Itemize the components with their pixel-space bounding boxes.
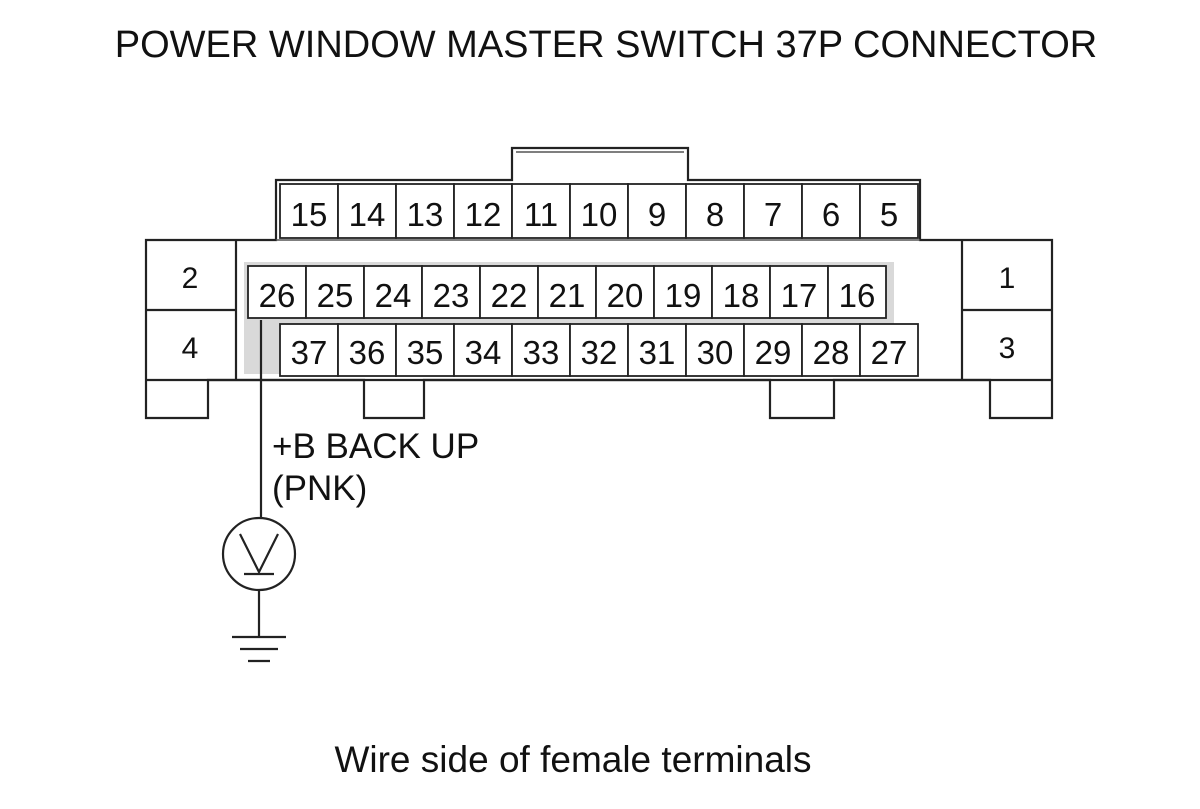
pin-cell-34 (453, 323, 513, 377)
pin-27: 27 (871, 334, 908, 371)
pin-14: 14 (349, 196, 386, 233)
bottom-pin-row: 37 36 35 34 33 32 31 30 29 28 27 (279, 323, 919, 377)
pin-cell-27 (859, 323, 919, 377)
pin-26: 26 (259, 277, 296, 314)
pin-33: 33 (523, 334, 560, 371)
pin-cell-18 (711, 265, 771, 319)
pin-5: 5 (880, 196, 898, 233)
pin-cell-12 (453, 183, 513, 239)
pin-36: 36 (349, 334, 386, 371)
pin-7: 7 (764, 196, 782, 233)
pin-30: 30 (697, 334, 734, 371)
pin-35: 35 (407, 334, 444, 371)
pin-34: 34 (465, 334, 502, 371)
pin-37: 37 (291, 334, 328, 371)
pin-cell-21 (537, 265, 597, 319)
pin-22: 22 (491, 277, 528, 314)
diagram-title: POWER WINDOW MASTER SWITCH 37P CONNECTOR (115, 24, 1097, 66)
pin-15: 15 (291, 196, 328, 233)
pin-cell-8 (685, 183, 745, 239)
pin-32: 32 (581, 334, 618, 371)
pin-6: 6 (822, 196, 840, 233)
pin-28: 28 (813, 334, 850, 371)
voltmeter-circle (221, 516, 297, 592)
pin-3: 3 (999, 332, 1016, 365)
pin-cell-37 (279, 323, 339, 377)
pin-9: 9 (648, 196, 666, 233)
pin-cell-14 (337, 183, 397, 239)
pin-13: 13 (407, 196, 444, 233)
ground-icon (232, 590, 286, 663)
pin-20: 20 (607, 277, 644, 314)
pin-cell-16 (827, 265, 887, 319)
pin-cell-32 (569, 323, 629, 377)
probe-label-line2: (PNK) (272, 469, 367, 508)
pin-16: 16 (839, 277, 876, 314)
pin-cell-7 (743, 183, 803, 239)
pin-cell-5 (859, 183, 919, 239)
pin-10: 10 (581, 196, 618, 233)
pin-cell-19 (653, 265, 713, 319)
pin-21: 21 (549, 277, 586, 314)
pin-8: 8 (706, 196, 724, 233)
middle-pin-row: 26 25 24 23 22 21 20 19 18 17 16 (247, 265, 887, 319)
pin-cell-6 (801, 183, 861, 239)
pin-18: 18 (723, 277, 760, 314)
top-pin-row: 15 14 13 12 11 10 9 8 7 6 5 (279, 183, 919, 239)
pin-cell-15 (279, 183, 339, 239)
pin-25: 25 (317, 277, 354, 314)
voltmeter-icon (221, 516, 297, 592)
pin-cell-35 (395, 323, 455, 377)
pin-24: 24 (375, 277, 412, 314)
pin-cell-33 (511, 323, 571, 377)
pin-11: 11 (524, 196, 558, 233)
probe-label-line1: +B BACK UP (272, 427, 479, 466)
pin-12: 12 (465, 196, 502, 233)
pin-cell-22 (479, 265, 539, 319)
pin-cell-26 (247, 265, 307, 319)
voltmeter-v (239, 533, 279, 575)
pin-17: 17 (781, 277, 818, 314)
pin-23: 23 (433, 277, 470, 314)
pin-31: 31 (639, 334, 676, 371)
pin-4: 4 (182, 332, 199, 365)
pin-19: 19 (665, 277, 702, 314)
pin-29: 29 (755, 334, 792, 371)
pin-2: 2 (182, 262, 199, 295)
pin-1: 1 (999, 262, 1016, 295)
diagram-caption: Wire side of female terminals (334, 739, 811, 780)
